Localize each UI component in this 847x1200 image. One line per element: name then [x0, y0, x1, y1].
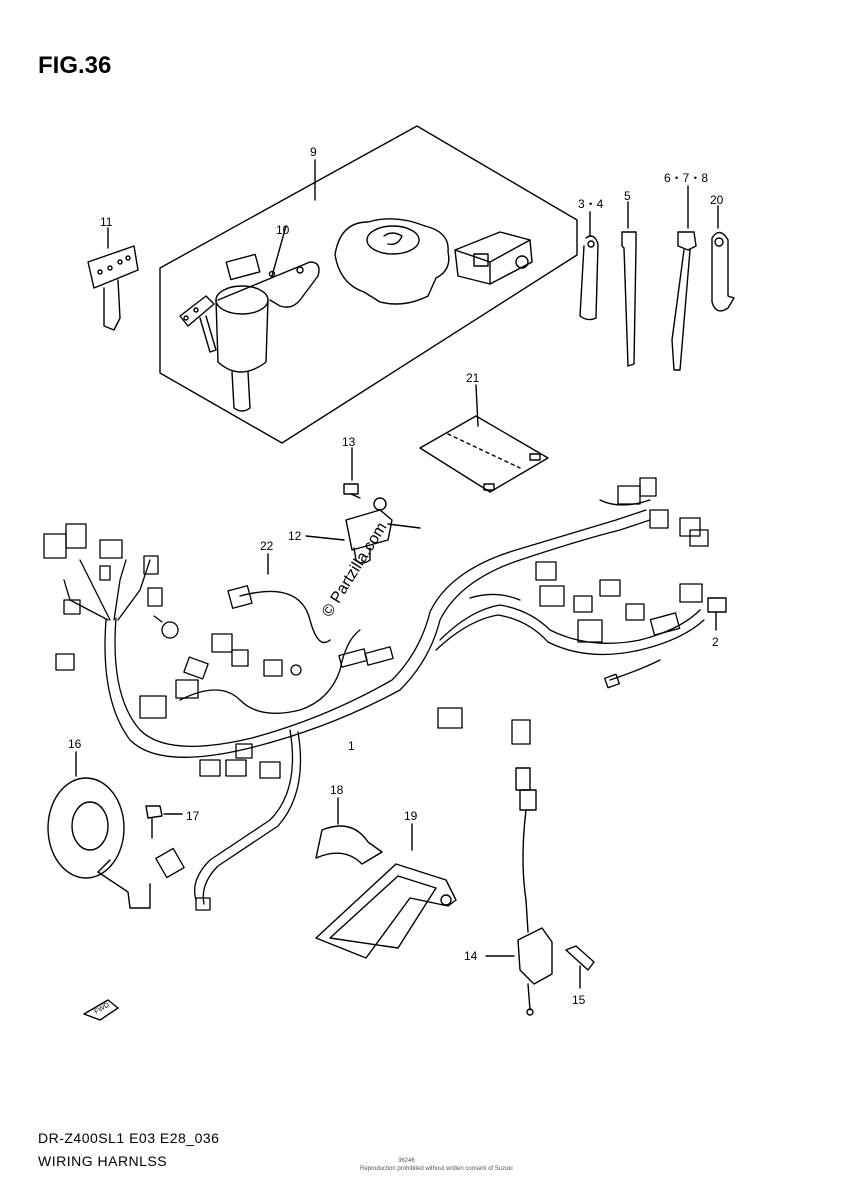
- part-21-sheet: [419, 384, 549, 493]
- part-11-key: [87, 227, 139, 331]
- seat-lock: [454, 231, 533, 285]
- callout-12: 12: [288, 529, 302, 543]
- callout-18: 18: [330, 783, 344, 797]
- part-14-switch: [485, 767, 553, 1016]
- ignition-switch-part-10: [179, 225, 320, 412]
- figure-title: FIG.36: [38, 52, 112, 79]
- part-9-lock-set-group: [159, 125, 578, 444]
- fwd-arrow: FWD: [83, 999, 119, 1021]
- callout-21: 21: [466, 371, 480, 385]
- part-2-connector: [707, 597, 727, 631]
- callout-16: 16: [68, 737, 82, 751]
- callout-13: 13: [342, 435, 356, 449]
- callout-1: 1: [348, 739, 355, 753]
- part-22-sub-harness: [239, 553, 331, 644]
- callout-20: 20: [710, 193, 724, 207]
- part-18-cover: [315, 797, 383, 865]
- part-6-7-8-cable-tie: [671, 231, 697, 371]
- callout-22: 22: [260, 539, 274, 553]
- callout-14: 14: [464, 949, 478, 963]
- callout-2: 2: [712, 635, 719, 649]
- callout-10: 10: [276, 223, 290, 237]
- callout-15: 15: [572, 993, 586, 1007]
- callout-6-7-8: 6・7・8: [664, 171, 708, 185]
- callout-9: 9: [310, 145, 317, 159]
- callout-17: 17: [186, 809, 200, 823]
- clamps-and-ties: [579, 185, 735, 371]
- part-5-cable-tie: [621, 231, 637, 367]
- part-19-bracket: [315, 823, 457, 959]
- callout-11: 11: [100, 215, 113, 229]
- callout-19: 19: [404, 809, 418, 823]
- copyright-note: Reproduction prohibited without written …: [360, 1166, 513, 1172]
- part-20-clamp: [711, 231, 735, 312]
- section-name: WIRING HARNLSS: [38, 1153, 168, 1169]
- fwd-label: FWD: [94, 1002, 111, 1016]
- part-13-bolt: [343, 447, 361, 499]
- callout-3-4: 3・4: [578, 197, 604, 211]
- part-1-main-wiring-harness: [43, 477, 709, 911]
- part-15-bolt: [565, 945, 595, 989]
- lock-set-outline: [159, 125, 578, 444]
- callout-5: 5: [624, 189, 631, 203]
- part-16-horn: [47, 751, 151, 909]
- fuel-tank-cap: [334, 218, 450, 305]
- part-3-4-clamp: [579, 235, 599, 321]
- part-17-bolt: [145, 805, 183, 839]
- page-code: 36246: [398, 1158, 415, 1164]
- watermark-text: © Partzilla.com: [319, 520, 391, 620]
- callout-labels: 1 2 3・4 5 6・7・8 9 10 11 12 13 14 15 16 1…: [68, 145, 724, 1007]
- model-code: DR-Z400SL1 E03 E28_036: [38, 1130, 220, 1146]
- part-12-starter-relay: [305, 497, 421, 564]
